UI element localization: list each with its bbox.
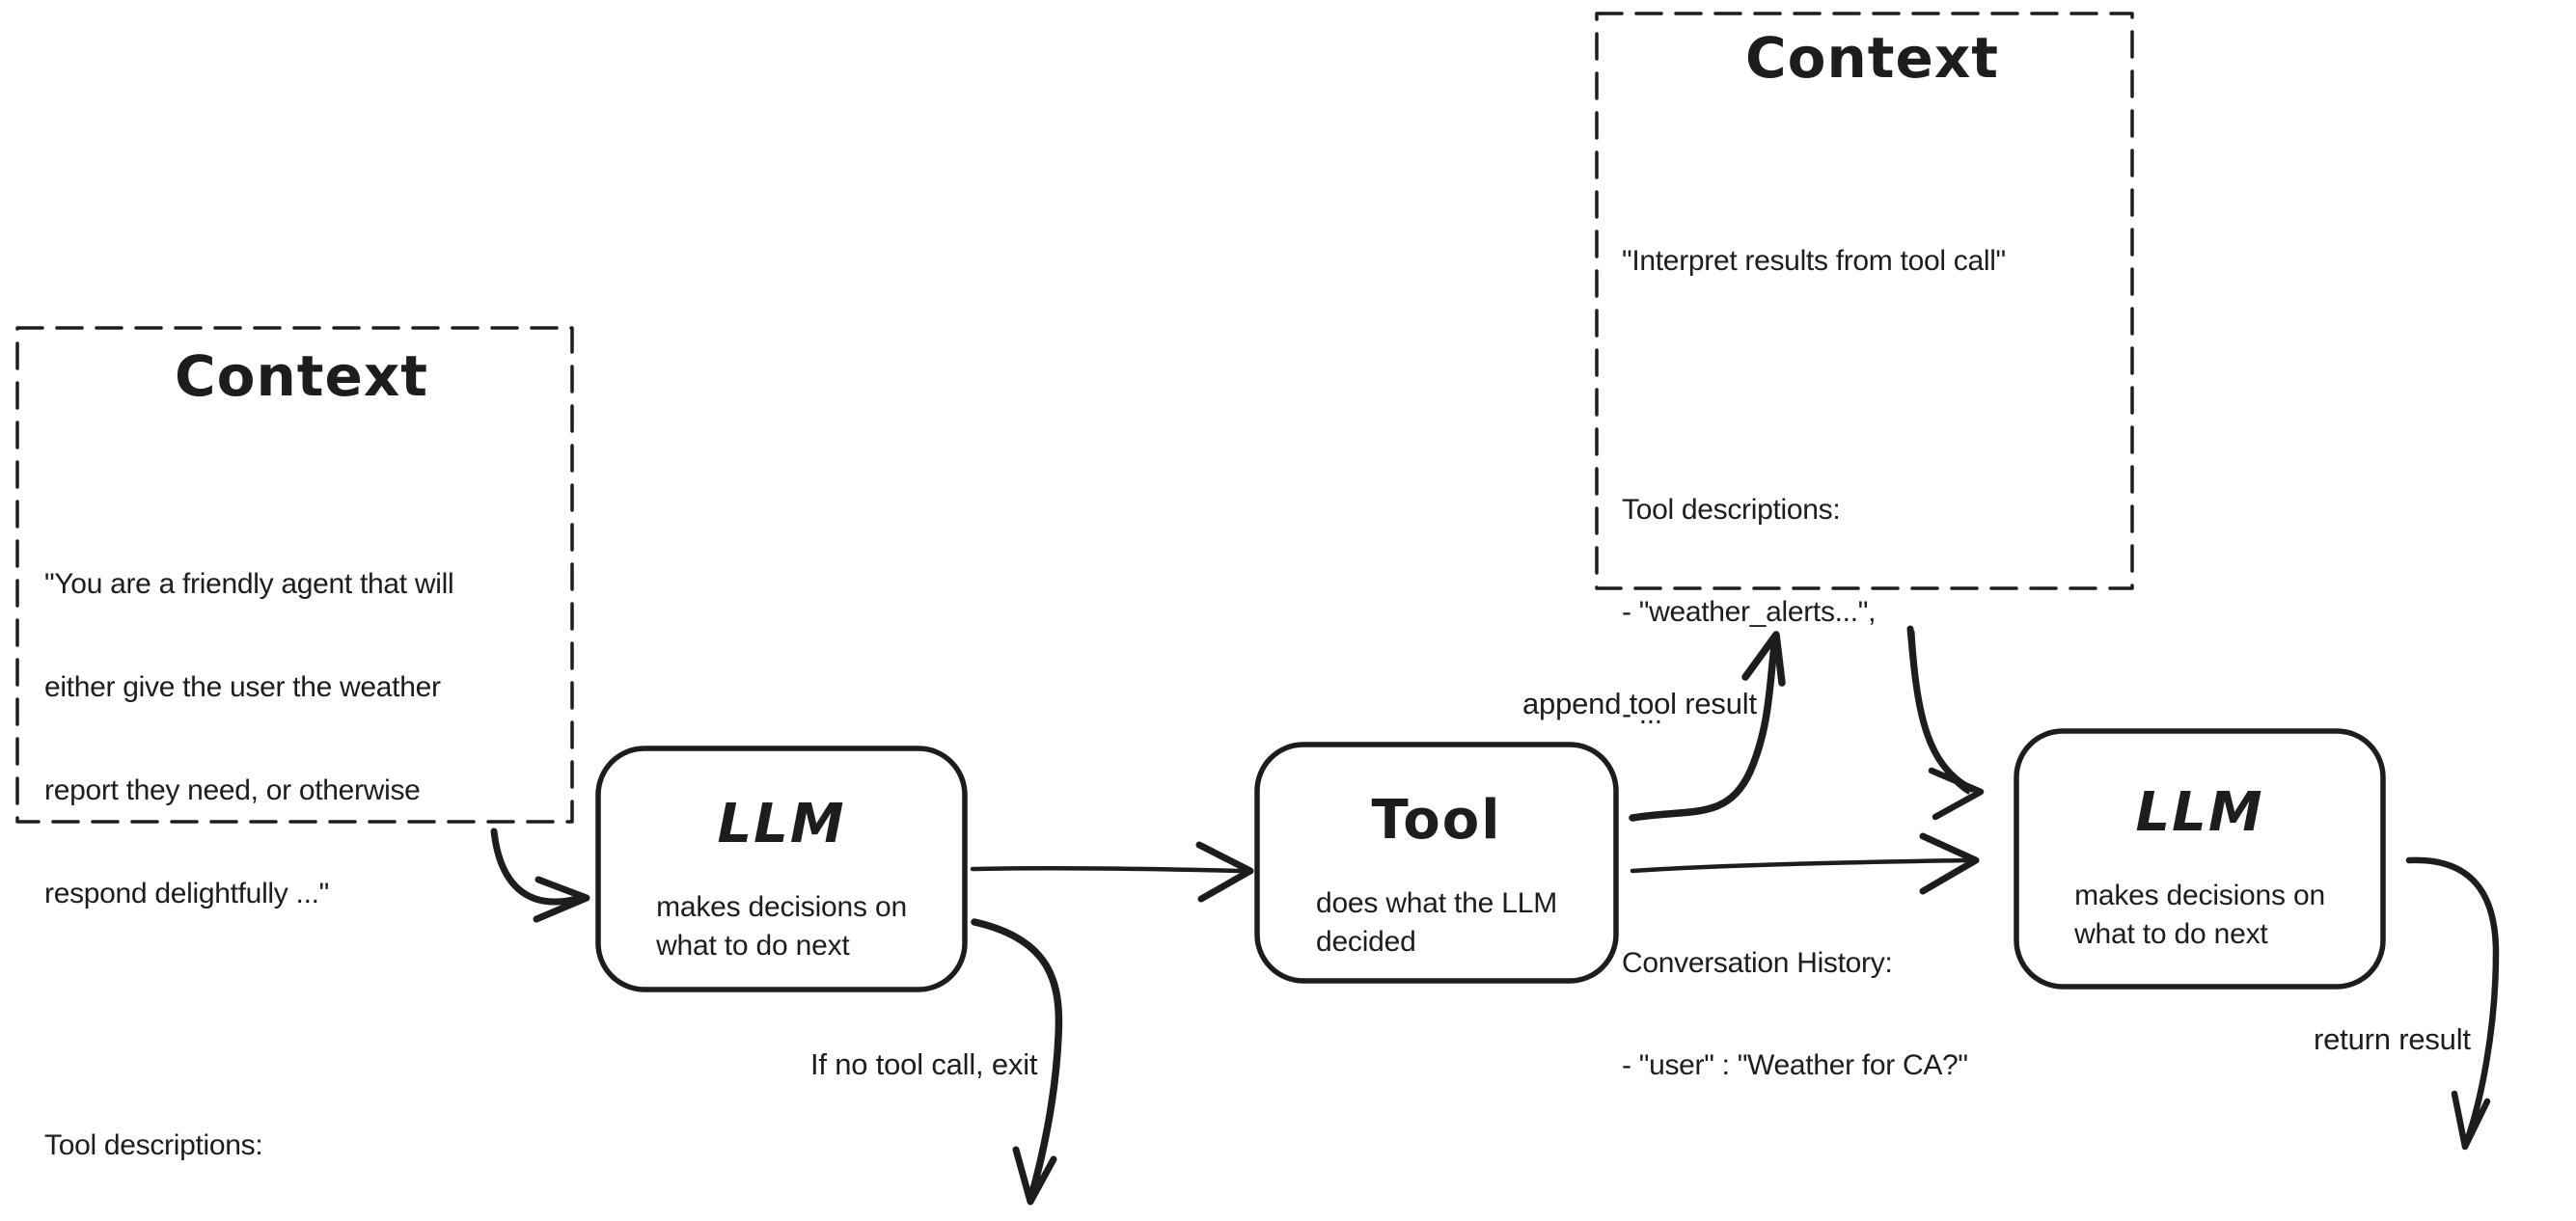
llm2-node-border [2014,728,2386,990]
arrow-tool-to-context-right [1629,631,1786,822]
return-result-label: return result [2314,1022,2471,1056]
arrow-tool-to-llm2 [1630,832,1980,895]
if-no-tool-call-exit-label: If no tool call, exit [810,1047,1038,1081]
tool-title: Tool [1371,789,1502,852]
system-prompt-text: "You are a friendly agent that will eith… [44,568,454,909]
llm1-title: LLM [717,793,846,855]
arrow-context-right-to-llm2 [1906,625,1985,821]
tool-descriptions-text: Tool descriptions: - "weather_alerts..."… [1622,494,1877,730]
tool-node: Tool does what the LLM decided [1257,745,1616,981]
tool-subtitle: does what the LLM decided [1315,887,1558,958]
conversation-history-text: Conversation History: - "user" : "Weathe… [1622,947,1968,1081]
llm2-node: LLM makes decisions on what to do next [2016,731,2383,987]
append-tool-result-label: append tool result [1522,687,1757,720]
llm1-subtitle: makes decisions on what to do next [656,891,907,962]
context-right-title: Context [1745,25,1999,91]
context-left-title: Context [175,343,428,409]
context-box-right: Context "Interpret results from tool cal… [1597,14,2132,1081]
arrow-llm2-return [2405,856,2500,1151]
context-right-body: "Interpret results from tool call" Tool … [1622,112,2123,1221]
llm2-subtitle: makes decisions on what to do next [2074,880,2325,950]
context-box-left: Context "You are a friendly agent that w… [17,328,572,1161]
llm2-title: LLM [2135,781,2264,844]
context-left-border [15,326,574,824]
system-prompt-text: "Interpret results from tool call" [1622,245,2006,277]
arrow-llm1-to-tool [970,841,1254,903]
tool-node-border [1254,742,1619,984]
llm1-node-border [595,746,968,992]
tool-descriptions-text: Tool descriptions: - "weather_alerts..."… [44,1129,263,1161]
context-left-body: "You are a friendly agent that will eith… [44,434,559,1221]
llm1-node: LLM makes decisions on what to do next [598,748,965,990]
arrow-context-left-to-llm1 [490,828,590,923]
arrow-llm1-exit [971,918,1063,1206]
